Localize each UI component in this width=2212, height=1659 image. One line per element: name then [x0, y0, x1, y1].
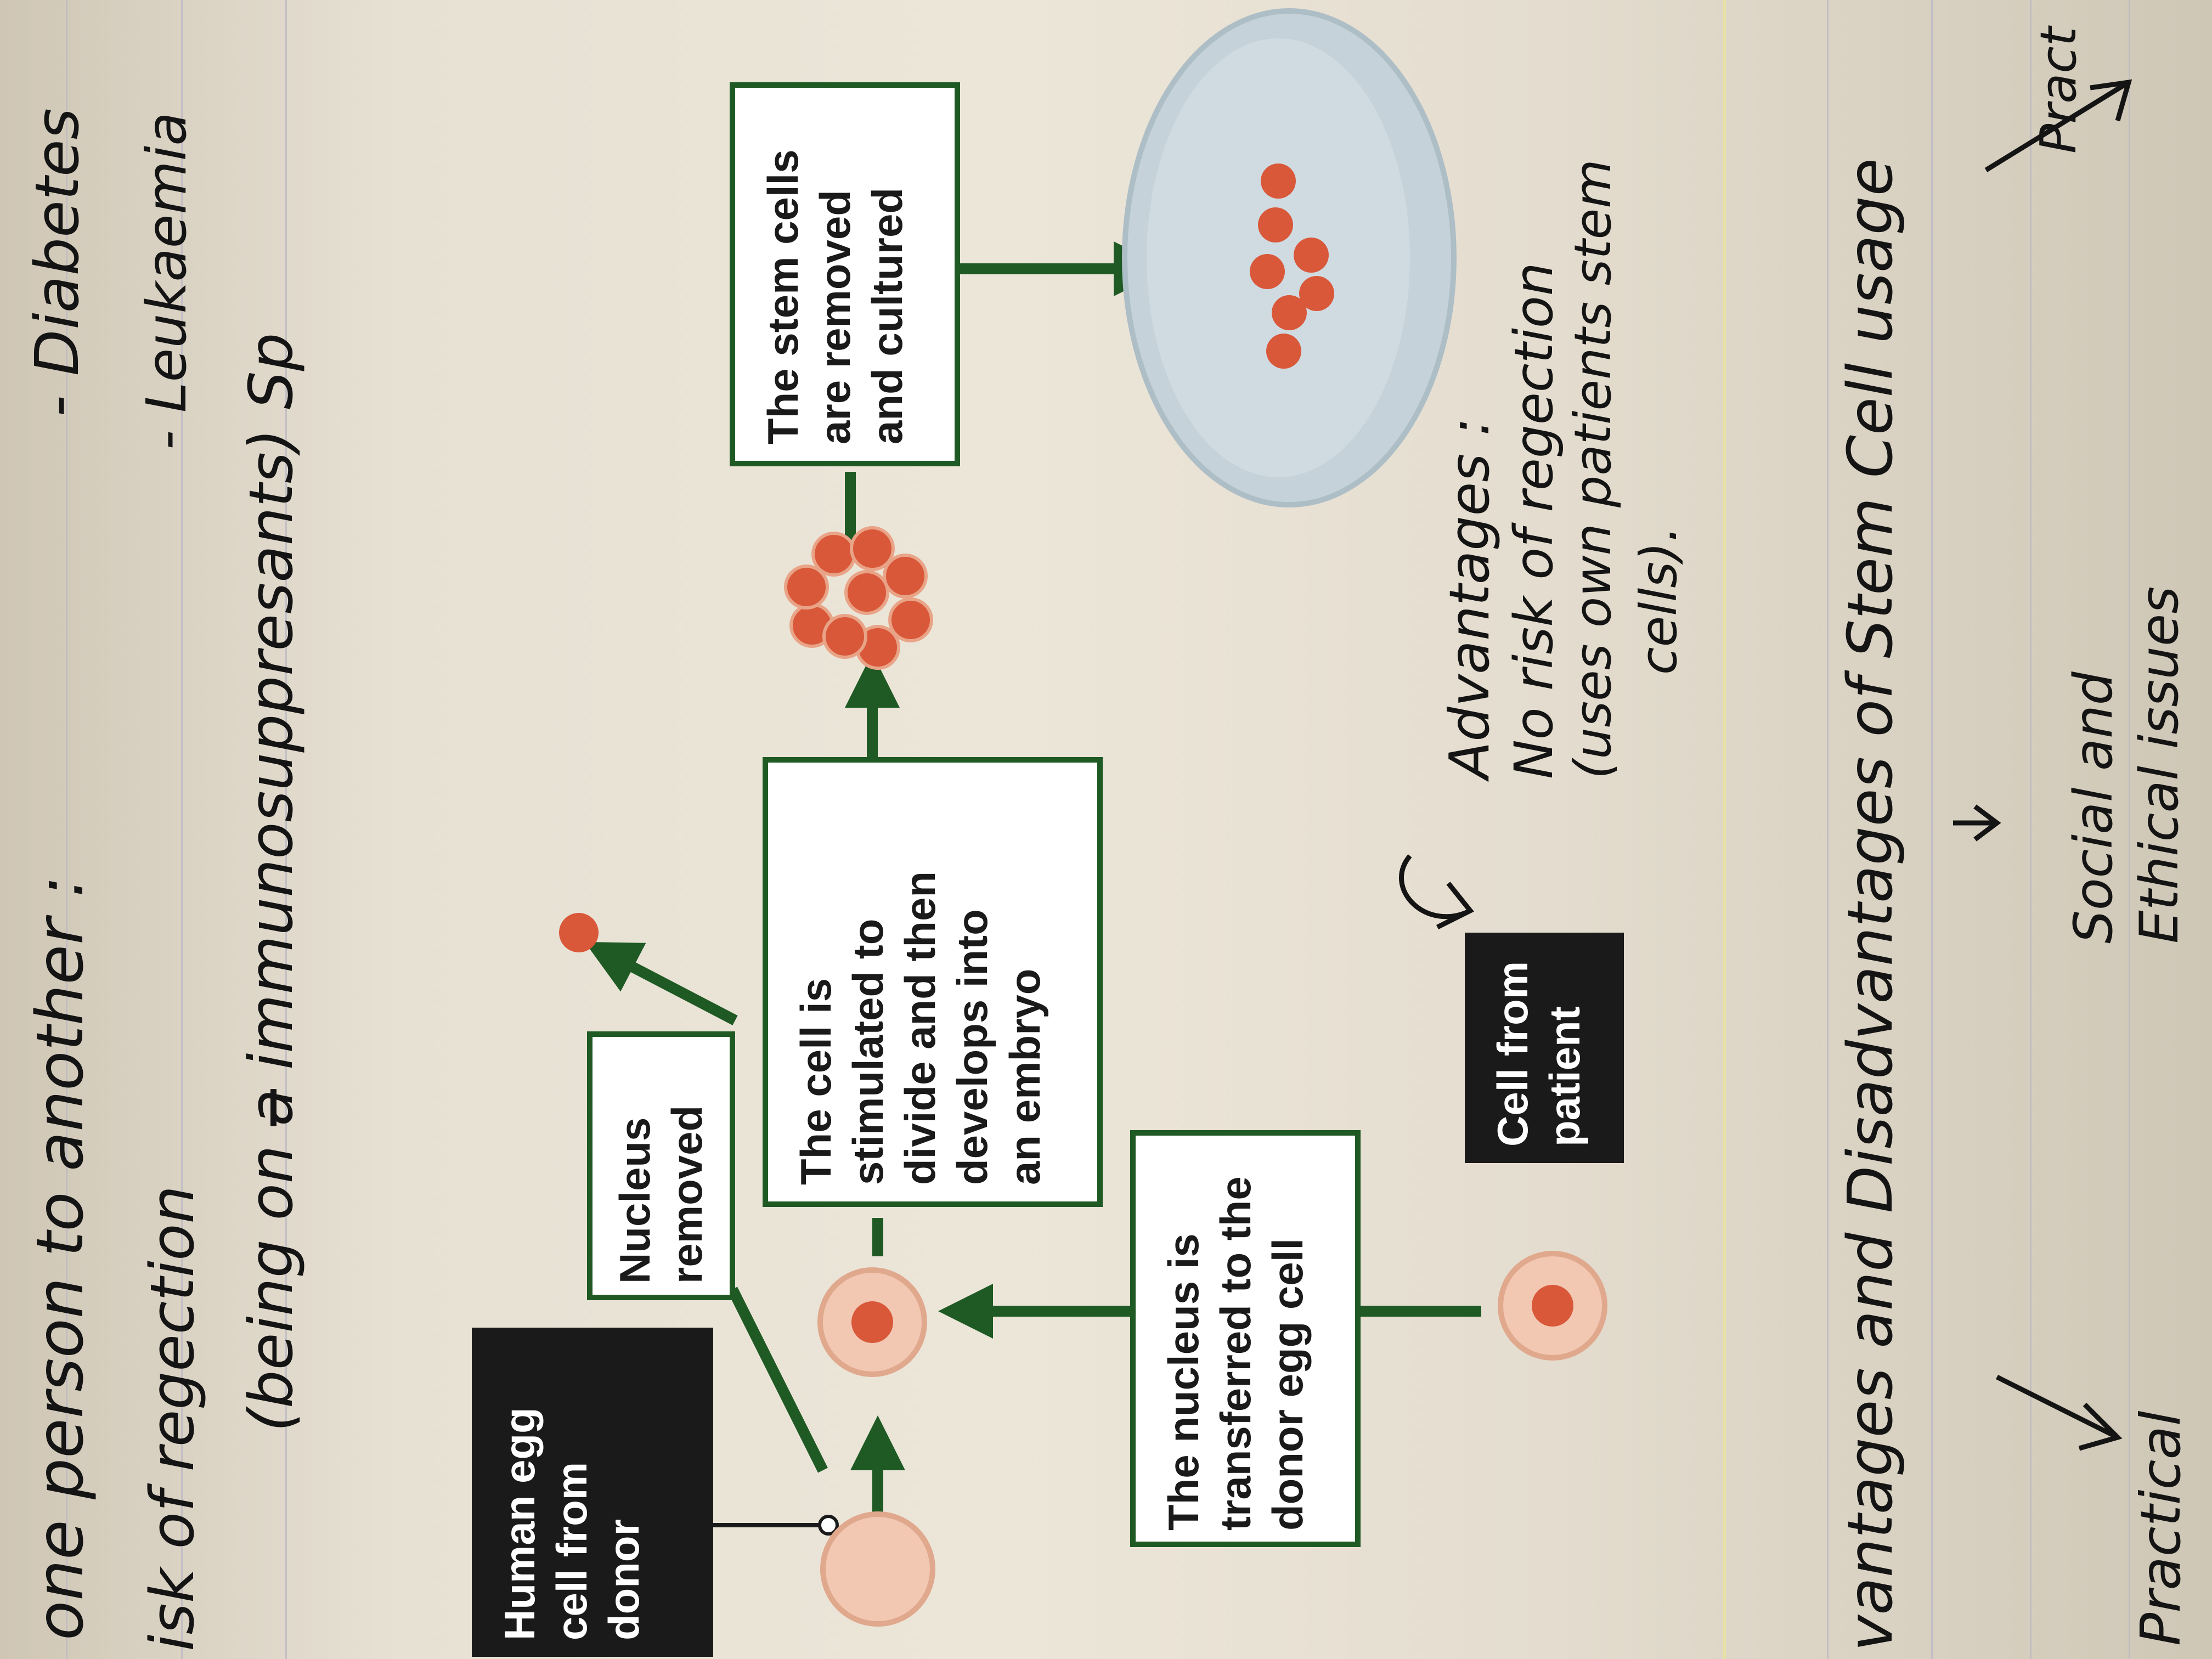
cloud-practical: Practical: [2129, 1410, 2193, 1646]
label-human-egg-cell: Human egg cell from donor: [472, 1328, 713, 1657]
box-stimulated-line: divide and then: [896, 871, 945, 1185]
arrow-nucleus-out: [584, 941, 738, 1025]
box-cell-stimulated: The cell is stimulated to divide and the…: [763, 757, 1103, 1207]
box-nucleus-removed-line: removed: [663, 1105, 712, 1284]
box-transfer-line: donor egg cell: [1263, 1238, 1312, 1531]
box-cultured-line: The stem cells: [759, 149, 807, 444]
handwritten-arrow-practical: [1995, 1374, 2123, 1451]
advantages-line-3: cells).: [1629, 526, 1688, 675]
label-cell-from-patient: Cell from patient: [1465, 933, 1624, 1163]
reconstructed-egg-nucleus: [851, 1301, 893, 1343]
box-transfer-line: transferred to the: [1211, 1176, 1260, 1531]
box-cultured-line: are removed: [811, 190, 860, 444]
cloud-social-line-1: Social and: [2063, 672, 2124, 944]
box-nucleus-removed: Nucleus removed: [587, 1031, 735, 1300]
label-human-egg-line: Human egg: [495, 1407, 544, 1640]
label-patient-line: patient: [1541, 1006, 1589, 1147]
embryo-cluster: [784, 526, 933, 670]
box-stimulated-line: The cell is: [792, 978, 840, 1185]
advantages-line-2: (uses own patients stem: [1564, 159, 1622, 779]
handwritten-arrow-advantages: [1399, 854, 1474, 930]
handwritten-arrow-social: [1953, 804, 2001, 842]
box-nucleus-removed-line: Nucleus: [611, 1117, 659, 1284]
box-stimulated-line: stimulated to: [844, 918, 893, 1185]
ruled-line: [1931, 0, 1933, 1659]
ruled-line: [66, 0, 67, 1659]
cloud-social-line-2: Ethical issues: [2129, 586, 2190, 944]
stem-cell-usage-heading: vantages and Disadvantages of Stem Cell …: [1835, 158, 1906, 1651]
egg-label-pointer-dot: [818, 1515, 839, 1536]
box-stem-cells-cultured: The stem cells are removed and cultured: [730, 82, 960, 466]
label-human-egg-line: cell from: [548, 1462, 596, 1640]
cultured-stem-cells: [1250, 163, 1334, 369]
box-stimulated-line: an embryo: [1000, 968, 1049, 1185]
ruled-line: [2129, 0, 2130, 1659]
advantages-line-1: No risk of regection: [1503, 262, 1565, 779]
line-egg-to-nucleus-removed: [727, 1286, 828, 1473]
box-cultured-line: and cultured: [863, 187, 912, 444]
donor-egg-cell: [820, 1511, 935, 1627]
box-transfer-line: The nucleus is: [1159, 1233, 1207, 1531]
label-human-egg-line: donor: [600, 1519, 648, 1640]
margin-line: [1723, 0, 1726, 1659]
ruled-line: [2030, 0, 2032, 1659]
ruled-line: [285, 0, 287, 1659]
cloud-practical-2: Pract: [2030, 26, 2087, 154]
patient-cell-nucleus: [1532, 1285, 1573, 1327]
label-patient-line: Cell from: [1488, 961, 1537, 1147]
ruled-line: [1827, 0, 1829, 1659]
box-stimulated-line: develops into: [948, 909, 997, 1185]
removed-nucleus: [559, 913, 599, 952]
box-nucleus-transferred: The nucleus is transferred to the donor …: [1130, 1130, 1361, 1547]
advantages-title: Advantages :: [1437, 417, 1502, 779]
handwritten-arrow-practical-2: [1984, 79, 2132, 172]
connector-lines: [584, 241, 1481, 1514]
petri-dish-inner: [1147, 38, 1410, 477]
ruled-line: [181, 0, 183, 1659]
